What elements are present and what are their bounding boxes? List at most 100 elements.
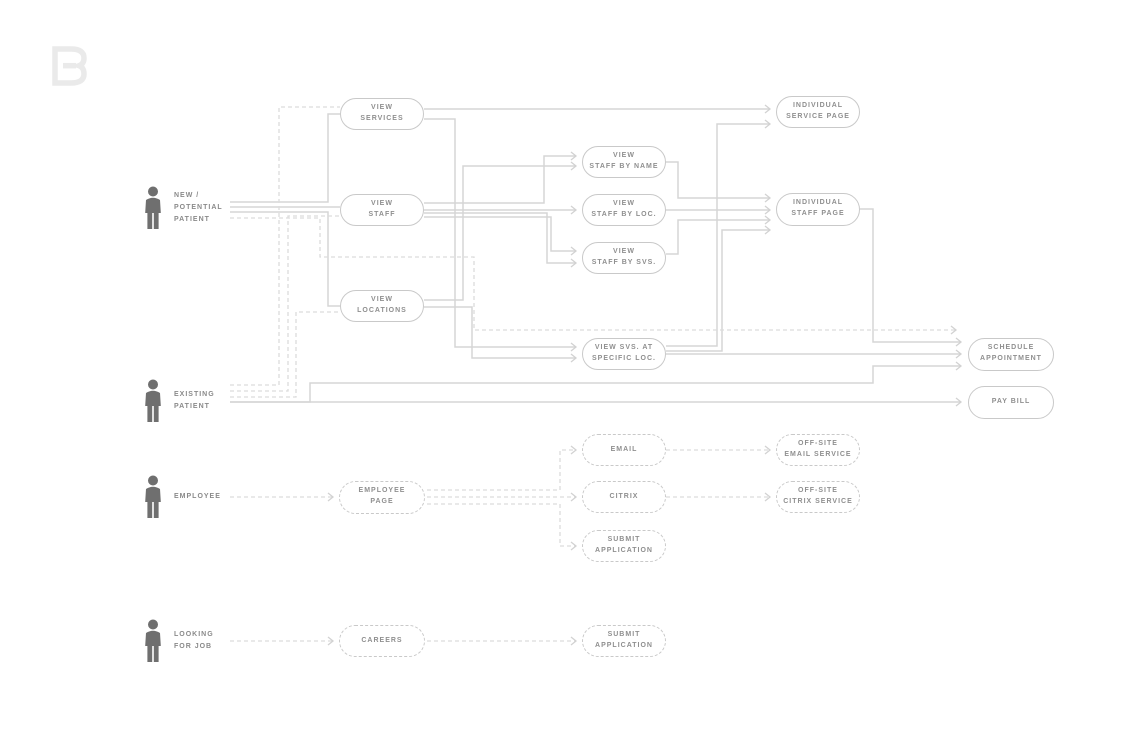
node-label-line: STAFF <box>368 211 396 218</box>
edge-individual-staff-page-to-schedule-appointment <box>860 208 961 343</box>
arrowhead-view-staff-by-name <box>570 161 578 171</box>
node-label-line: STAFF PAGE <box>791 210 845 217</box>
edge-existing-patient-to-view-services <box>230 106 340 386</box>
node-view-staff-by-svs: VIEW STAFF BY SVS. <box>582 242 666 274</box>
arrowhead-view-staff-by-name <box>570 151 578 161</box>
arrowhead-view-staff-by-svs <box>570 258 578 268</box>
node-label-line: VIEW <box>613 152 635 160</box>
node-submit-application-careers: SUBMIT APPLICATION <box>582 625 666 657</box>
node-label-line: PAY BILL <box>991 397 1031 405</box>
node-label-line: SPECIFIC LOC. <box>592 355 656 362</box>
node-submit-application-employee: SUBMIT APPLICATION <box>582 530 666 562</box>
node-label-line: VIEW SVS. AT <box>594 344 654 352</box>
persona-label-line: EXISTING <box>174 391 215 399</box>
arrowhead-email <box>570 445 578 455</box>
edge-view-staff-to-view-staff-by-svs <box>424 212 576 264</box>
node-careers: CAREERS <box>339 625 425 657</box>
arrowhead-submit-application-careers <box>570 636 578 646</box>
node-label-line: SERVICES <box>360 115 404 122</box>
person-silhouette-icon <box>145 619 161 662</box>
edge-new-potential-patient-to-view-locations <box>230 211 340 307</box>
edge-view-staff-by-name-to-individual-staff-page <box>666 161 770 199</box>
node-individual-service-page: INDIVIDUAL SERVICE PAGE <box>776 96 860 128</box>
node-label-line: APPOINTMENT <box>980 355 1042 362</box>
arrowhead-individual-staff-page <box>764 225 772 235</box>
node-label-line: VIEW <box>371 296 393 304</box>
node-label-line: SERVICE PAGE <box>786 113 850 120</box>
node-individual-staff-page: INDIVIDUAL STAFF PAGE <box>776 192 860 226</box>
node-label-line: CITRIX <box>609 492 639 500</box>
node-pay-bill: PAY BILL <box>968 385 1054 419</box>
arrowhead-off-site-citrix-service <box>764 492 772 502</box>
node-label-line: CAREERS <box>361 636 403 644</box>
edge-view-staff-to-view-staff-by-svs <box>424 216 576 252</box>
node-label-line: APPLICATION <box>595 547 653 554</box>
arrowhead-careers <box>327 636 335 646</box>
arrowhead-employee-page <box>327 492 335 502</box>
person-silhouette-icon <box>145 379 161 422</box>
persona-label-line: EMPLOYEE <box>174 493 221 501</box>
arrowhead-individual-staff-page <box>764 215 772 225</box>
node-off-site-citrix-service: OFF-SITE CITRIX SERVICE <box>776 481 860 513</box>
persona-label-line: PATIENT <box>174 403 210 410</box>
edge-view-services-to-view-svs-at-specific-loc <box>424 118 576 348</box>
person-silhouette-icon <box>145 475 161 518</box>
node-label-line: OFF-SITE <box>798 487 838 495</box>
persona-label-line: LOOKING <box>174 631 214 639</box>
node-view-locations: VIEW LOCATIONS <box>340 290 424 322</box>
arrowhead-pay-bill <box>955 397 963 407</box>
node-view-svs-at-specific-loc: VIEW SVS. AT SPECIFIC LOC. <box>582 338 666 370</box>
node-label-line: VIEW <box>613 248 635 256</box>
persona-label-line: NEW / <box>174 192 200 200</box>
node-schedule-appointment: SCHEDULE APPOINTMENT <box>968 337 1054 371</box>
node-label-line: PAGE <box>370 498 394 505</box>
node-label-line: SUBMIT <box>607 631 641 639</box>
node-label-line: INDIVIDUAL <box>792 199 844 207</box>
arrowhead-individual-staff-page <box>764 193 772 203</box>
node-label-line: EMAIL <box>610 445 638 453</box>
node-label-line: SCHEDULE <box>987 344 1035 352</box>
node-citrix: CITRIX <box>582 481 666 513</box>
arrowhead-submit-application-employee <box>570 541 578 551</box>
arrowhead-schedule-appointment <box>955 349 963 359</box>
persona-existing-patient: EXISTING PATIENT <box>143 379 215 423</box>
node-employee-page: EMPLOYEE PAGE <box>339 480 425 514</box>
edge-new-potential-patient-to-schedule-appointment <box>230 217 956 331</box>
arrowhead-individual-staff-page <box>764 205 772 215</box>
arrowhead-off-site-email-service <box>764 445 772 455</box>
edge-view-svs-at-specific-loc-to-individual-service-page <box>666 123 770 347</box>
arrowhead-schedule-appointment <box>955 361 963 371</box>
node-label-line: CITRIX SERVICE <box>783 498 853 505</box>
edge-new-potential-patient-to-view-services <box>230 113 340 203</box>
arrowhead-schedule-appointment <box>950 325 958 335</box>
edge-existing-patient-to-view-locations <box>230 311 340 398</box>
node-label-line: VIEW <box>371 200 393 208</box>
node-label-line: STAFF BY SVS. <box>591 259 657 266</box>
edge-view-locations-to-view-svs-at-specific-loc <box>424 306 576 359</box>
node-label-line: APPLICATION <box>595 642 653 649</box>
node-label-line: OFF-SITE <box>798 440 838 448</box>
arrowhead-view-svs-at-specific-loc <box>570 353 578 363</box>
node-label-line: LOCATIONS <box>357 307 407 314</box>
persona-label: EXISTING PATIENT <box>174 389 215 413</box>
edge-view-staff-by-svs-to-individual-staff-page <box>666 219 770 255</box>
arrowhead-citrix <box>570 492 578 502</box>
node-label-line: SUBMIT <box>607 536 641 544</box>
arrowhead-schedule-appointment <box>955 337 963 347</box>
node-label-line: VIEW <box>613 200 635 208</box>
node-label-line: EMPLOYEE <box>358 487 406 495</box>
edge-existing-patient-to-schedule-appointment <box>230 365 961 403</box>
arrowhead-individual-service-page <box>764 119 772 129</box>
edge-existing-patient-to-view-staff <box>230 215 340 392</box>
node-label-line: INDIVIDUAL <box>792 102 844 110</box>
node-view-staff: VIEW STAFF <box>340 194 424 226</box>
persona-label-line: PATIENT <box>174 215 210 223</box>
